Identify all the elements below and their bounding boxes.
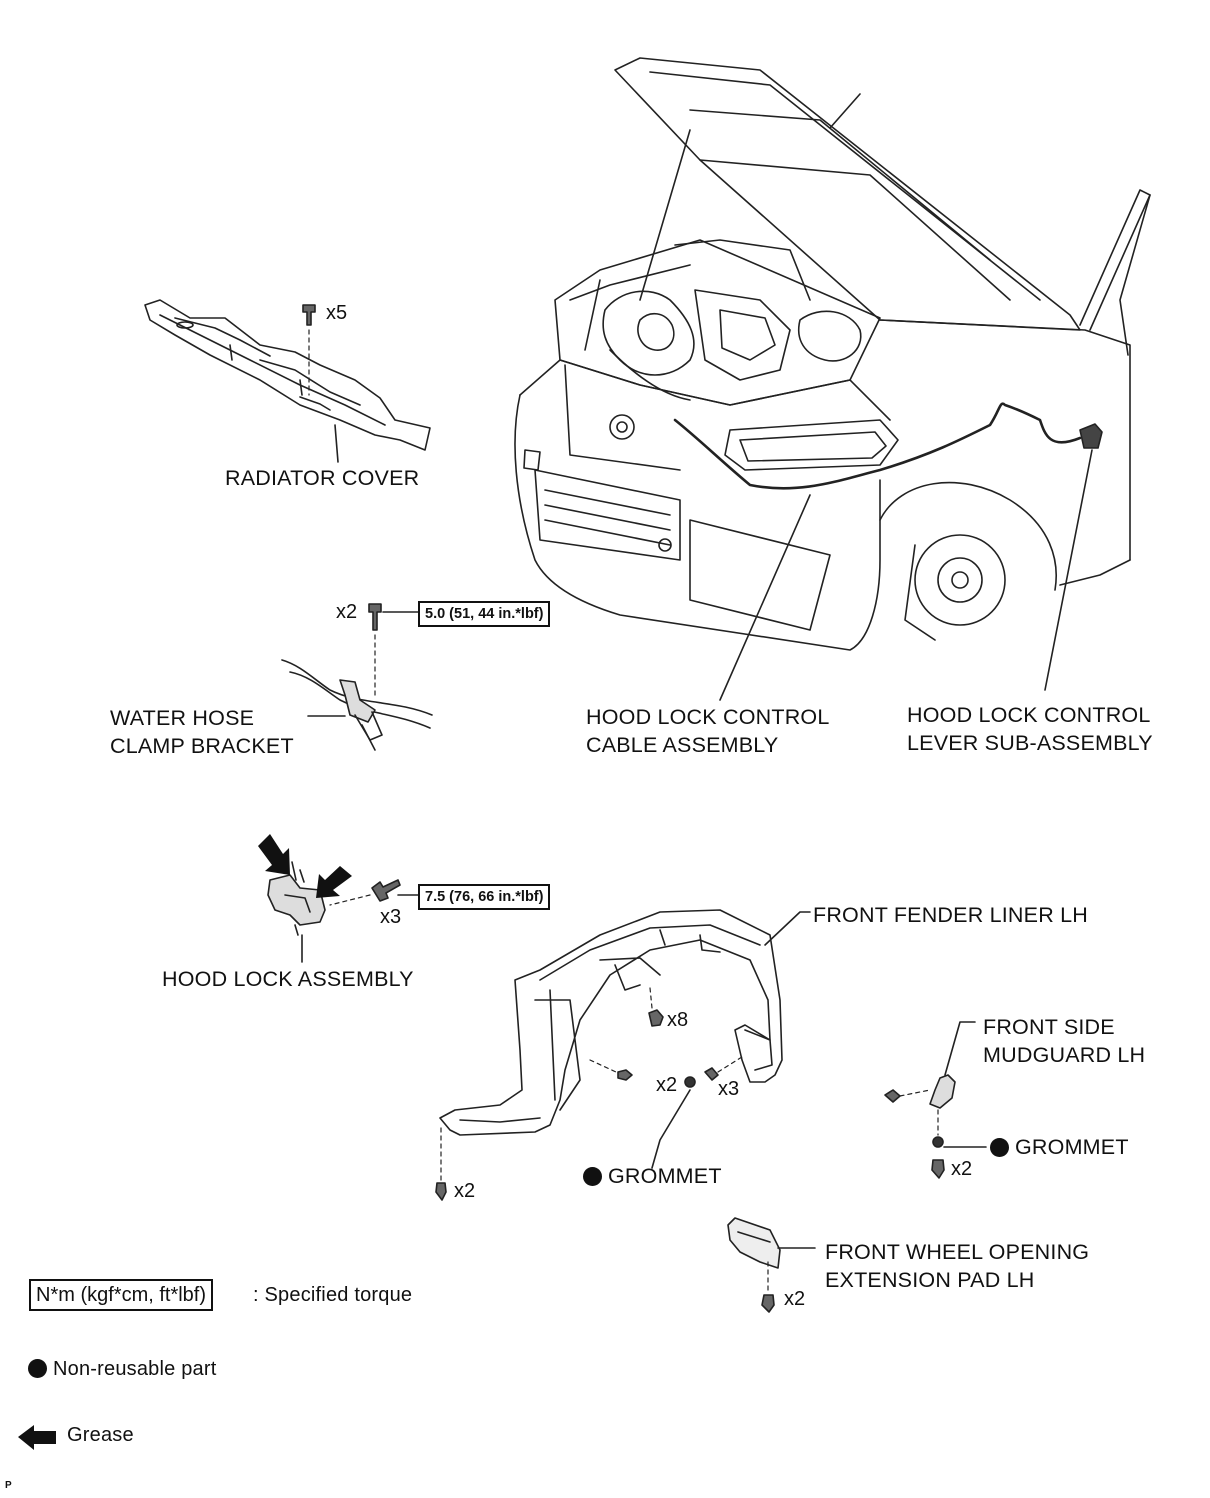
legend-torque-text: : Specified torque: [253, 1284, 413, 1306]
leader-line: [651, 1089, 691, 1169]
grommet-icon: [684, 1076, 696, 1088]
figure-code: P: [5, 1480, 12, 1491]
screw-icon: [884, 1089, 931, 1103]
clip-icon: [648, 987, 664, 1027]
grommet-icon: [932, 1136, 944, 1148]
front-fender-liner-part: [439, 909, 783, 1136]
qty-hood-lock-bolts: x3: [380, 906, 402, 928]
label-grommet-right: GROMMET: [990, 1133, 1129, 1161]
legend-nonreusable-text: Non-reusable part: [53, 1358, 217, 1380]
grommet-center-text: GROMMET: [608, 1164, 722, 1188]
label-lever-line2: LEVER SUB-ASSEMBLY: [907, 731, 1153, 755]
label-cable-line2: CABLE ASSEMBLY: [586, 733, 779, 757]
non-reusable-dot-icon: [583, 1167, 602, 1186]
label-clamp-bracket: CLAMP BRACKET: [110, 734, 294, 758]
label-mudguard-line1: FRONT SIDE: [983, 1015, 1115, 1039]
clip-icon: [302, 304, 316, 396]
legend-nonreusable: Non-reusable part: [28, 1355, 217, 1383]
qty-mudguard-screws: x2: [951, 1158, 973, 1180]
legend-torque-box: N*m (kgf*cm, ft*lbf): [29, 1279, 214, 1311]
wheel-opening-extension-pad-part: [727, 1217, 781, 1269]
leader-line: [1044, 449, 1093, 691]
qty-liner-bottom: x2: [454, 1180, 476, 1202]
water-hose-clamp-bracket-part: [281, 659, 433, 751]
qty-liner-grommets: x2: [656, 1074, 678, 1096]
hood-lock-assembly-part: [267, 861, 326, 936]
grommet-right-text: GROMMET: [1015, 1135, 1129, 1159]
vehicle-front-illustration: [514, 57, 1151, 651]
front-side-mudguard-part: [929, 1074, 956, 1109]
screw-icon: [761, 1261, 775, 1313]
radiator-cover-part: [144, 299, 431, 451]
torque-hood-lock: 7.5 (76, 66 in.*lbf): [418, 884, 551, 910]
qty-pad-screws: x2: [784, 1288, 806, 1310]
grease-arrow-icon: [316, 866, 352, 898]
label-lever-line1: HOOD LOCK CONTROL: [907, 703, 1151, 727]
grease-arrow-icon: [258, 834, 290, 875]
leader-line: [764, 911, 811, 946]
label-hood-lock-assembly: HOOD LOCK ASSEMBLY: [162, 967, 414, 991]
non-reusable-dot-icon: [28, 1359, 47, 1378]
bolt-icon: [329, 879, 401, 906]
screw-icon: [931, 1159, 945, 1179]
label-mudguard-line2: MUDGUARD LH: [983, 1043, 1146, 1067]
label-pad-line1: FRONT WHEEL OPENING: [825, 1240, 1090, 1264]
legend-grease: Grease: [67, 1424, 134, 1446]
label-pad-line2: EXTENSION PAD LH: [825, 1268, 1035, 1292]
label-water-hose: WATER HOSE: [110, 706, 255, 730]
torque-hose-bracket: 5.0 (51, 44 in.*lbf): [418, 601, 551, 627]
qty-hose-bolts: x2: [336, 601, 358, 623]
qty-radiator-clips: x5: [326, 302, 348, 324]
non-reusable-dot-icon: [990, 1138, 1009, 1157]
screw-icon: [589, 1059, 633, 1081]
leader-line: [944, 1021, 976, 1076]
label-front-fender-liner: FRONT FENDER LINER LH: [813, 903, 1088, 927]
screw-icon: [435, 1127, 447, 1201]
screw-icon: [704, 1054, 746, 1081]
qty-liner-clips: x8: [667, 1009, 689, 1031]
bolt-icon: [368, 603, 382, 696]
leader-line: [719, 494, 811, 701]
leader-line: [334, 424, 339, 463]
label-grommet-center: GROMMET: [583, 1162, 722, 1190]
qty-liner-screws: x3: [718, 1078, 740, 1100]
label-radiator-cover: RADIATOR COVER: [225, 466, 420, 490]
grease-legend-arrow-icon: [18, 1425, 56, 1450]
label-cable-line1: HOOD LOCK CONTROL: [586, 705, 830, 729]
